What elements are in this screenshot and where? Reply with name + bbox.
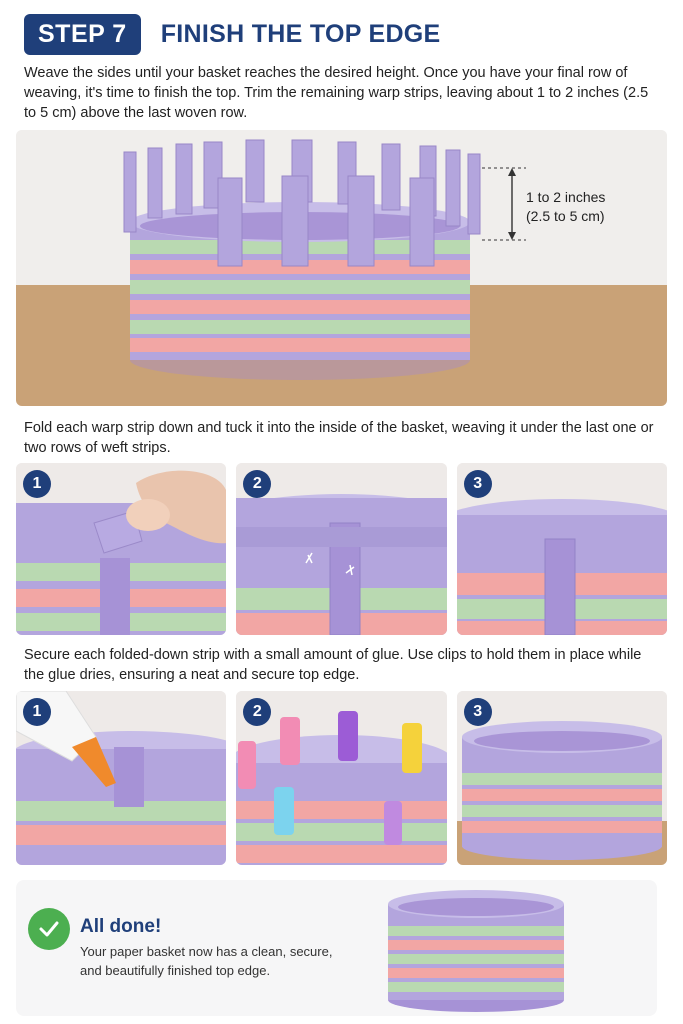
glue-step-3-photo: 3 — [456, 691, 667, 865]
all-done-text: Your paper basket now has a clean, secur… — [80, 944, 333, 978]
hero-basket-photo: 1 to 2 inches (2.5 to 5 cm) — [16, 130, 667, 406]
glue-step-1-number: 1 — [23, 698, 51, 726]
fold-step-1-photo: 1 — [16, 463, 227, 635]
fold-paragraph: Fold each warp strip down and tuck it in… — [24, 420, 654, 456]
glue-step-2-photo: 2 — [236, 691, 447, 865]
fold-step-2-photo: 2 — [236, 463, 447, 635]
glue-step-1-photo: 1 — [16, 691, 227, 865]
glue-step-2-number: 2 — [243, 698, 272, 726]
glue-paragraph: Secure each folded-down strip with a sma… — [24, 647, 642, 683]
all-done-title: All done! — [80, 916, 162, 937]
fold-step-1-number: 1 — [23, 470, 51, 498]
glue-steps-row: 1 2 3 — [16, 691, 667, 865]
fold-steps-row: 1 2 3 — [16, 463, 667, 635]
measure-label-line2: (2.5 to 5 cm) — [526, 208, 605, 224]
measure-label-line1: 1 to 2 inches — [526, 189, 606, 205]
finished-basket-photo — [376, 882, 576, 1014]
step-badge: STEP 7 — [24, 14, 141, 55]
measure-label: 1 to 2 inches (2.5 to 5 cm) — [526, 188, 605, 226]
step-title: FINISH THE TOP EDGE — [160, 20, 441, 48]
fold-step-3-number: 3 — [463, 470, 492, 498]
intro-paragraph: Weave the sides until your basket reache… — [24, 65, 649, 121]
fold-step-3-photo: 3 — [456, 463, 667, 635]
fold-step-2-number: 2 — [243, 470, 272, 498]
glue-step-3-number: 3 — [463, 698, 492, 726]
all-done-panel: All done! Your paper basket now has a cl… — [16, 880, 657, 1016]
check-icon — [28, 908, 70, 950]
step-header: STEP 7 FINISH THE TOP EDGE — [24, 14, 441, 55]
